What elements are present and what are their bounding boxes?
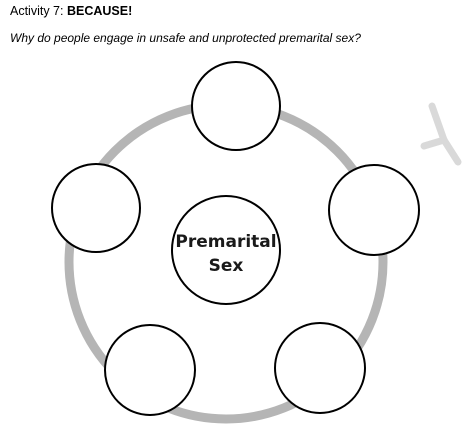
answer-circle-bottom-right[interactable] — [274, 322, 366, 414]
answer-circle-top[interactable] — [191, 61, 281, 151]
activity-number: Activity 7: — [10, 4, 64, 18]
center-circle — [171, 195, 281, 305]
activity-title: Activity 7: BECAUSE! — [10, 4, 132, 18]
center-label-line2: Sex — [209, 256, 244, 276]
question-prompt: Why do people engage in unsafe and unpro… — [10, 31, 361, 45]
center-label-line1: Premarital — [175, 232, 276, 252]
answer-circle-bottom-left[interactable] — [104, 324, 196, 416]
answer-circle-left[interactable] — [51, 163, 141, 253]
activity-name: BECAUSE! — [66, 4, 133, 18]
watermark-mark — [420, 102, 462, 166]
answer-circle-right[interactable] — [328, 164, 420, 256]
